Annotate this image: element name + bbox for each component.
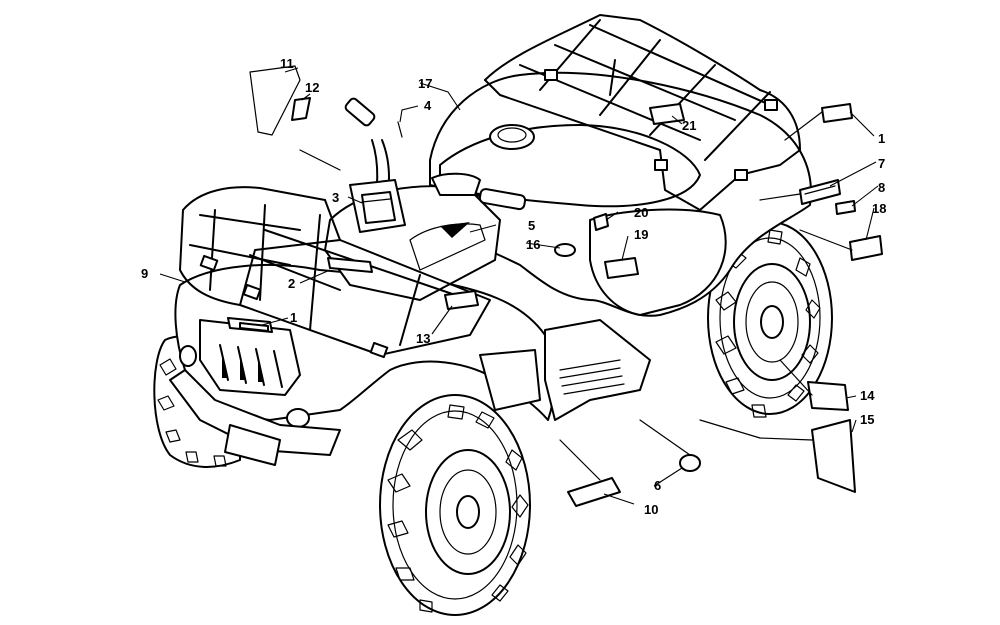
callout-20: 20 [634,205,648,220]
callout-9: 9 [141,266,148,281]
callout-4: 4 [424,98,432,113]
callout-13: 13 [416,331,430,346]
callout-12: 12 [305,80,319,95]
callout-1-rear: 1 [878,131,885,146]
callout-8: 8 [878,180,885,195]
callout-1-front: 1 [290,310,297,325]
leader-lines [159,67,879,505]
callout-3: 3 [332,190,339,205]
callout-labels: 11 12 17 4 1 7 8 18 21 3 5 20 16 19 9 2 … [141,56,886,517]
decal-shapes [227,65,883,507]
callout-5: 5 [528,218,535,233]
callout-21: 21 [682,118,696,133]
front-right-wheel [379,394,531,616]
callout-15: 15 [860,412,874,427]
callout-14: 14 [860,388,875,403]
callout-18: 18 [872,201,886,216]
callout-19: 19 [634,227,648,242]
callout-11: 11 [280,56,294,71]
callout-17: 17 [418,76,432,91]
callout-10: 10 [644,502,658,517]
callout-2: 2 [288,276,295,291]
atv-body [169,71,812,466]
callout-6: 6 [654,478,661,493]
callout-7: 7 [878,156,885,171]
handlebar-assembly [344,97,527,233]
callout-16: 16 [526,237,540,252]
